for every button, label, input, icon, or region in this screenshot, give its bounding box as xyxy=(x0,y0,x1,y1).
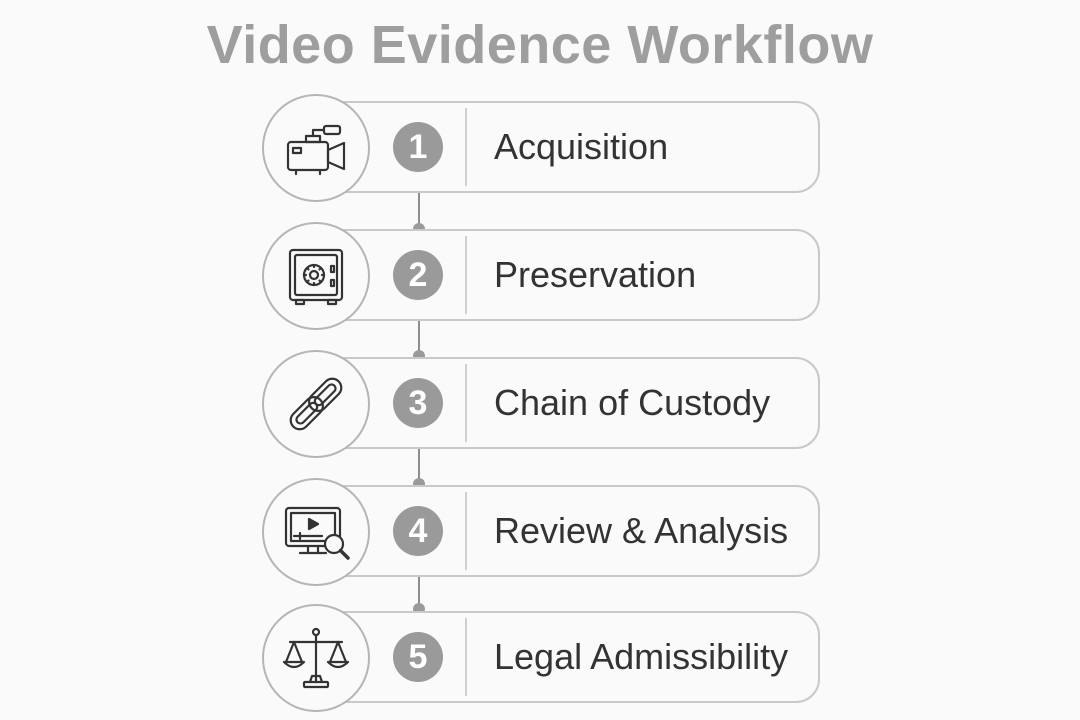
monitor-magnifier-icon xyxy=(284,506,350,560)
step-icon-circle xyxy=(262,222,370,330)
step-number-badge: 4 xyxy=(393,506,443,556)
step-label: Review & Analysis xyxy=(494,510,789,551)
connector-line xyxy=(418,304,420,358)
scales-of-justice-icon xyxy=(282,627,350,689)
safe-icon xyxy=(288,248,344,306)
step-divider xyxy=(465,618,467,696)
step-label: Acquisition xyxy=(494,126,669,167)
connector-line xyxy=(418,432,420,486)
workflow-step-1: 1 Acquisition xyxy=(262,94,822,206)
step-icon-circle xyxy=(262,604,370,712)
step-number-badge: 1 xyxy=(393,122,443,172)
workflow-step-2: 2 Preservation xyxy=(262,222,822,334)
step-number-badge: 3 xyxy=(393,378,443,428)
step-number-badge: 2 xyxy=(393,250,443,300)
workflow-step-3: 3 Chain of Custody xyxy=(262,350,822,462)
diagram-title: Video Evidence Workflow xyxy=(206,15,874,75)
step-divider xyxy=(465,364,467,442)
connector-line xyxy=(418,176,420,230)
step-divider xyxy=(465,492,467,570)
step-number-badge: 5 xyxy=(393,632,443,682)
step-divider xyxy=(465,236,467,314)
step-label: Legal Admissibility xyxy=(494,636,789,677)
chain-link-icon xyxy=(289,377,343,431)
workflow-step-4: 4 Review & Analysis xyxy=(262,478,822,590)
video-camera-icon xyxy=(286,124,346,176)
step-icon-circle xyxy=(262,350,370,458)
step-icon-circle xyxy=(262,478,370,586)
step-divider xyxy=(465,108,467,186)
connector-line xyxy=(418,560,420,610)
workflow-step-5: 5 Legal Admissibility xyxy=(262,604,822,716)
step-icon-circle xyxy=(262,94,370,202)
step-label: Chain of Custody xyxy=(494,382,771,423)
step-label: Preservation xyxy=(494,254,697,295)
